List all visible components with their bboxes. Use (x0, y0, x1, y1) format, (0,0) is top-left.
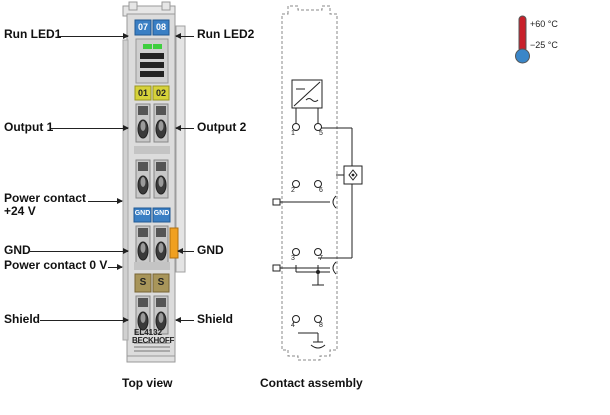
terminal-release-button[interactable] (138, 106, 148, 115)
contact-number-8: 8 (319, 322, 323, 329)
contact-point (314, 248, 322, 256)
label-run-led2: Run LED2 (197, 27, 255, 41)
terminal-wire-opening-highlight (158, 121, 164, 131)
caption-top-view: Top view (122, 376, 173, 390)
contact-point (314, 123, 322, 131)
terminal-brand: BECKHOFF (132, 336, 175, 345)
terminal-wire-opening-highlight (140, 177, 146, 187)
terminal-wire-opening-highlight (158, 177, 164, 187)
led-label-07 (134, 19, 152, 36)
gnd-label-right (152, 207, 171, 223)
terminal-model: EL4132 (134, 328, 163, 337)
terminal-wire-opening-highlight (140, 243, 146, 253)
arrow-shield-left (40, 317, 129, 323)
contact-point (292, 248, 300, 256)
terminal-release-button[interactable] (138, 228, 148, 237)
contact-point (314, 315, 322, 323)
contact-number-4: 4 (291, 322, 295, 329)
output-label-01 (134, 85, 152, 101)
run-led-2 (153, 44, 162, 49)
label-power-contact-0v: Power contact 0 V (4, 258, 108, 272)
arrow-gnd-left (30, 248, 129, 254)
temp-max: +60 °C (530, 19, 558, 29)
arrow-power-contact-24v (88, 198, 123, 204)
terminal-wire-opening-highlight (140, 313, 146, 323)
shield-label-left-text: S (139, 277, 147, 288)
arrow-gnd-right (177, 248, 194, 254)
arrow-output2 (175, 125, 194, 131)
terminal-release-button[interactable] (138, 298, 148, 307)
thermometer-icon (515, 15, 530, 64)
contact-number-2: 2 (291, 187, 295, 194)
temp-min: −25 °C (530, 40, 558, 50)
contact-number-1: 1 (291, 130, 295, 137)
led-label-08 (152, 19, 170, 36)
label-power-contact-24v-1: Power contact (4, 191, 87, 205)
run-led-1 (143, 44, 152, 49)
arrow-run-led1 (58, 33, 129, 39)
contact-point (314, 180, 322, 188)
terminal-wire-opening-highlight (158, 313, 164, 323)
label-gnd-left: GND (4, 243, 31, 257)
terminal-wire-opening-highlight (140, 121, 146, 131)
contact-number-7: 7 (319, 255, 323, 262)
terminal-release-button[interactable] (156, 162, 166, 171)
arrow-output1 (51, 125, 129, 131)
led-label-07-text: 07 (137, 22, 148, 32)
contact-point (292, 123, 300, 131)
terminal-release-button[interactable] (138, 162, 148, 171)
gnd-label-left-text: GND (134, 210, 151, 217)
label-output1: Output 1 (4, 120, 54, 134)
shield-label-left (134, 273, 152, 293)
terminal-wire-opening-highlight (158, 243, 164, 253)
arrow-power-contact-0v (108, 264, 123, 270)
contact-number-6: 6 (319, 187, 323, 194)
label-power-contact-24v-2: +24 V (4, 204, 36, 218)
gnd-label-left (133, 207, 152, 223)
terminal-release-button[interactable] (156, 106, 166, 115)
label-output2: Output 2 (197, 120, 247, 134)
gnd-label-right-text: GND (153, 210, 170, 217)
terminal-release-button[interactable] (156, 298, 166, 307)
terminal-release-button[interactable] (156, 228, 166, 237)
label-gnd-right: GND (197, 243, 224, 257)
output-label-02 (152, 85, 170, 101)
shield-label-right (152, 273, 170, 293)
contact-point (292, 180, 300, 188)
label-shield-right: Shield (197, 312, 234, 326)
arrow-run-led2 (175, 33, 194, 39)
label-run-led1: Run LED1 (4, 27, 62, 41)
caption-contact-assembly: Contact assembly (260, 376, 363, 390)
contact-number-3: 3 (291, 255, 295, 262)
contact-point (292, 315, 300, 323)
arrow-shield-right (175, 317, 194, 323)
gnd-orange-strip (169, 227, 179, 259)
shield-label-right-text: S (157, 277, 165, 288)
label-shield-left: Shield (4, 312, 41, 326)
contact-number-5: 5 (319, 130, 323, 137)
output-label-01-text: 01 (137, 88, 148, 98)
led-label-08-text: 08 (155, 22, 166, 32)
output-label-02-text: 02 (155, 88, 166, 98)
